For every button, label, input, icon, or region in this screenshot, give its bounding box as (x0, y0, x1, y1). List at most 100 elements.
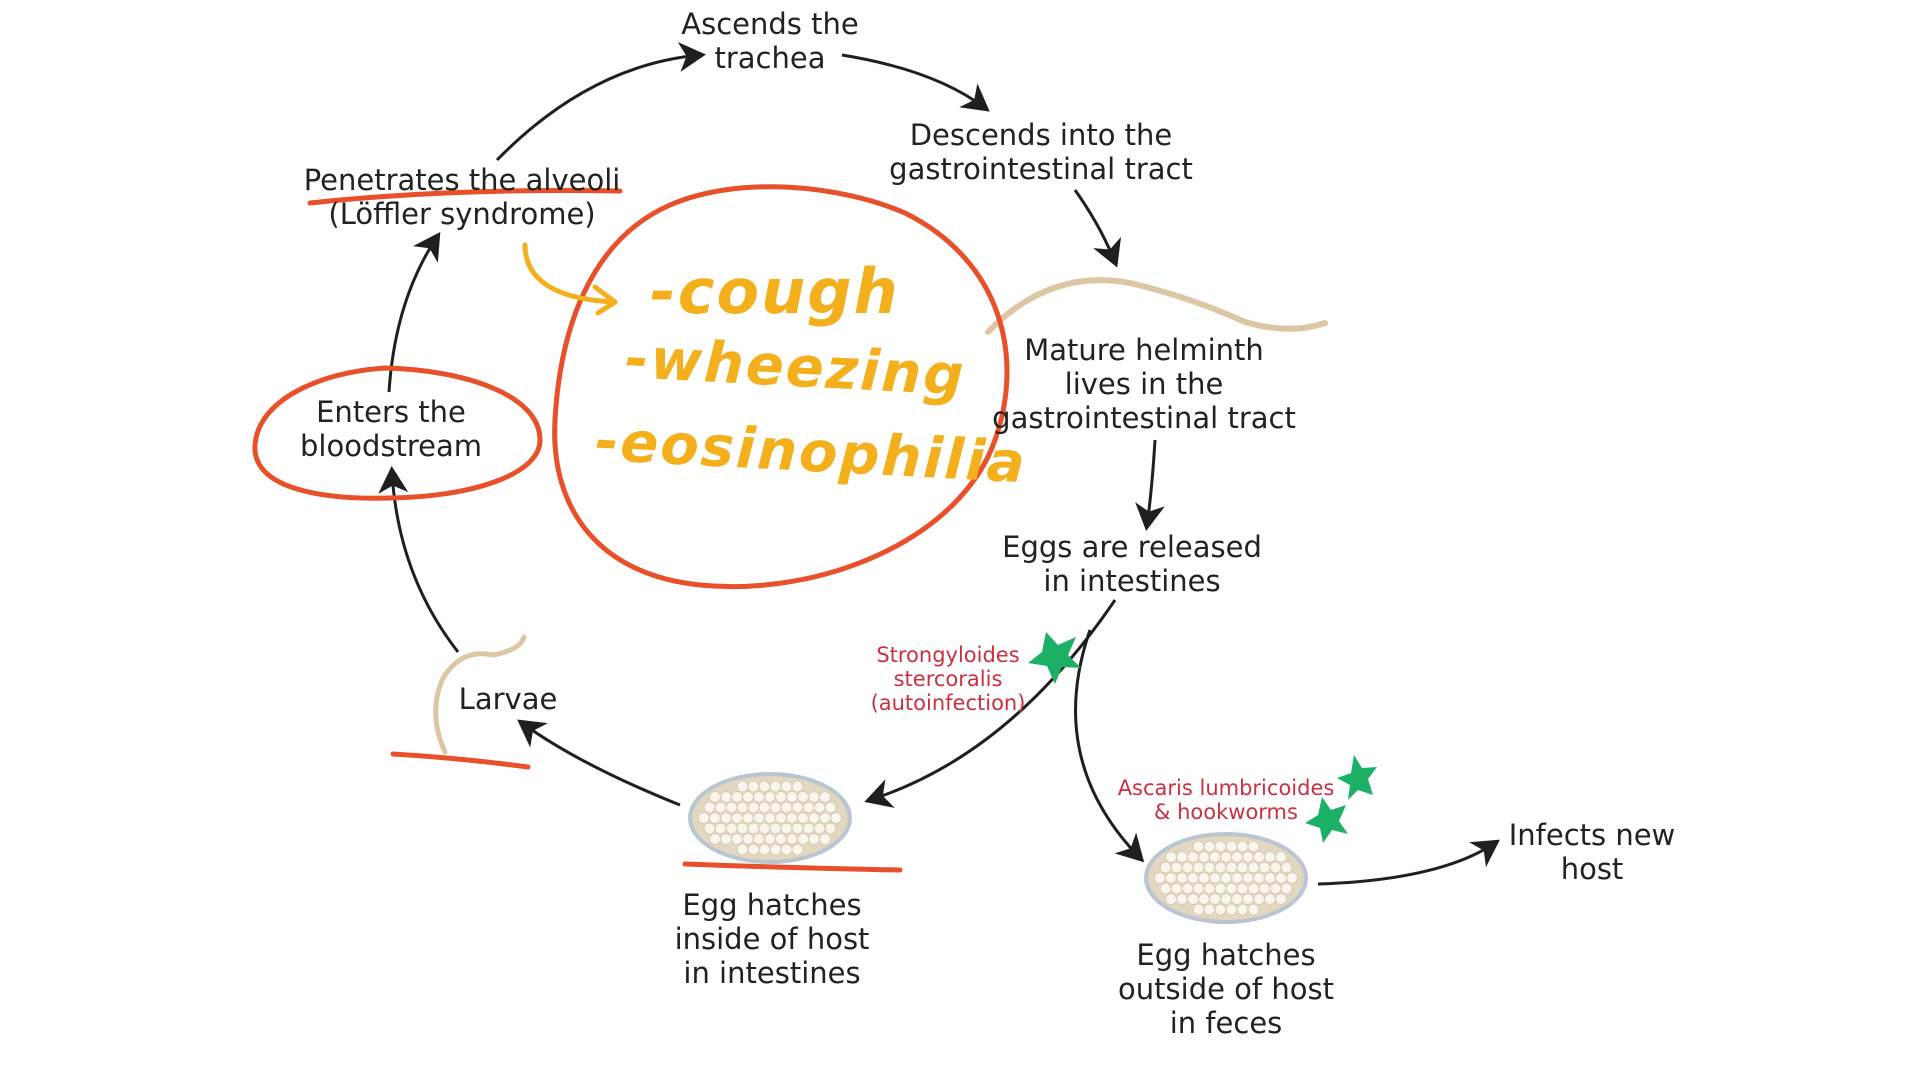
egg-dot (1280, 882, 1293, 895)
egg-dot (753, 833, 765, 845)
egg-dot (1209, 893, 1221, 905)
egg-dot (758, 843, 771, 856)
egg-dot (1236, 882, 1249, 895)
egg-dot (786, 791, 798, 803)
egg-dot (720, 812, 732, 824)
egg-dot (824, 801, 837, 814)
egg-dot (1225, 903, 1238, 916)
symptoms-circle (552, 184, 1010, 590)
star-ascaris-2 (1305, 797, 1348, 843)
egg-dot (813, 801, 826, 814)
egg-dot (747, 780, 760, 793)
egg-dot (1176, 893, 1188, 905)
bloodstream-circle (252, 365, 543, 501)
node-penetrates-alveoli: Penetrates the alveoli (Löffler syndrome… (303, 163, 621, 231)
egg-dot (1159, 882, 1172, 895)
egg-dot (1220, 872, 1232, 884)
egg-dot (758, 801, 771, 814)
arrow-outside-to-infects (1317, 839, 1500, 886)
egg-dot (802, 801, 815, 814)
egg-dot (1220, 851, 1232, 863)
egg-dot (1198, 872, 1210, 884)
egg-dot (1258, 882, 1271, 895)
egg-dot (747, 801, 760, 814)
star-ascaris-1 (1337, 755, 1377, 800)
egg-dot (736, 801, 749, 814)
underline-egg-inside (682, 861, 903, 873)
star-strongyloides (1028, 632, 1081, 684)
egg-dot (714, 801, 727, 814)
egg-dot (1165, 893, 1177, 905)
egg-dot (1247, 840, 1260, 853)
node-descends-gi-tract: Descends into the gastrointestinal tract (889, 118, 1193, 186)
egg-dot (808, 791, 820, 803)
green-marker-stars (1028, 632, 1377, 843)
egg-dot (1225, 861, 1238, 874)
egg-dot (1203, 882, 1216, 895)
egg-dot (1269, 861, 1282, 874)
adult-worm-illustration (985, 277, 1328, 335)
egg-dot (797, 812, 809, 824)
egg-dot (1231, 893, 1243, 905)
egg-dot (1192, 903, 1205, 916)
egg-dot (1154, 872, 1166, 884)
arrow-descends-to-mature (1073, 189, 1122, 268)
egg-dot (1264, 872, 1276, 884)
egg-dot (764, 791, 776, 803)
annotation-strongyloides: Strongyloides stercoralis (autoinfection… (870, 643, 1026, 715)
egg-dot (1236, 861, 1249, 874)
egg-dot (813, 822, 826, 835)
egg-dot (780, 780, 793, 793)
egg-dot (780, 822, 793, 835)
node-egg-hatches-outside: Egg hatches outside of host in feces (1118, 938, 1334, 1040)
egg-dot (1242, 872, 1254, 884)
egg-dot (1258, 861, 1271, 874)
red-marker-annotations (252, 184, 1010, 873)
egg-dot (786, 812, 798, 824)
egg-dot (1198, 851, 1210, 863)
egg-dot (698, 812, 710, 824)
egg-dot (1181, 882, 1194, 895)
egg-dot (1214, 903, 1227, 916)
egg-dot (1165, 851, 1177, 863)
egg-dot (769, 801, 782, 814)
egg-dot (819, 791, 831, 803)
egg-dot (819, 812, 831, 824)
egg-dot (736, 822, 749, 835)
egg-dot (1264, 851, 1276, 863)
egg-dot (1220, 893, 1232, 905)
egg-dot (747, 822, 760, 835)
egg-dot (1275, 893, 1287, 905)
egg-dot (742, 833, 754, 845)
arrow-eggs-to-outside (1074, 629, 1145, 863)
yellow-marker-arrow (522, 242, 618, 316)
egg-dot (791, 822, 804, 835)
egg-dot (1181, 861, 1194, 874)
egg-dot (1198, 893, 1210, 905)
egg-dot (731, 812, 743, 824)
egg-dot (830, 812, 842, 824)
egg-dot (714, 822, 727, 835)
egg-dot (736, 780, 749, 793)
egg-dot (1192, 840, 1205, 853)
egg-dot (1192, 882, 1205, 895)
egg-dot (709, 833, 721, 845)
egg-dot (1159, 861, 1172, 874)
egg-dot (1253, 851, 1265, 863)
egg-dot (1231, 872, 1243, 884)
egg-dot (1225, 882, 1238, 895)
egg-dot (758, 780, 771, 793)
egg-dot (1209, 872, 1221, 884)
larva-illustration (433, 634, 527, 755)
egg-dot (1236, 840, 1249, 853)
node-larvae: Larvae (458, 682, 558, 716)
egg-dot (819, 833, 831, 845)
node-enters-bloodstream: Enters the bloodstream (300, 395, 482, 463)
egg-dot (736, 843, 749, 856)
egg-dot (802, 822, 815, 835)
node-mature-helminth: Mature helminth lives in the gastrointes… (992, 333, 1296, 435)
egg-dot (1264, 893, 1276, 905)
egg-dot (1187, 872, 1199, 884)
egg-dot (1203, 840, 1216, 853)
egg-dot (775, 791, 787, 803)
